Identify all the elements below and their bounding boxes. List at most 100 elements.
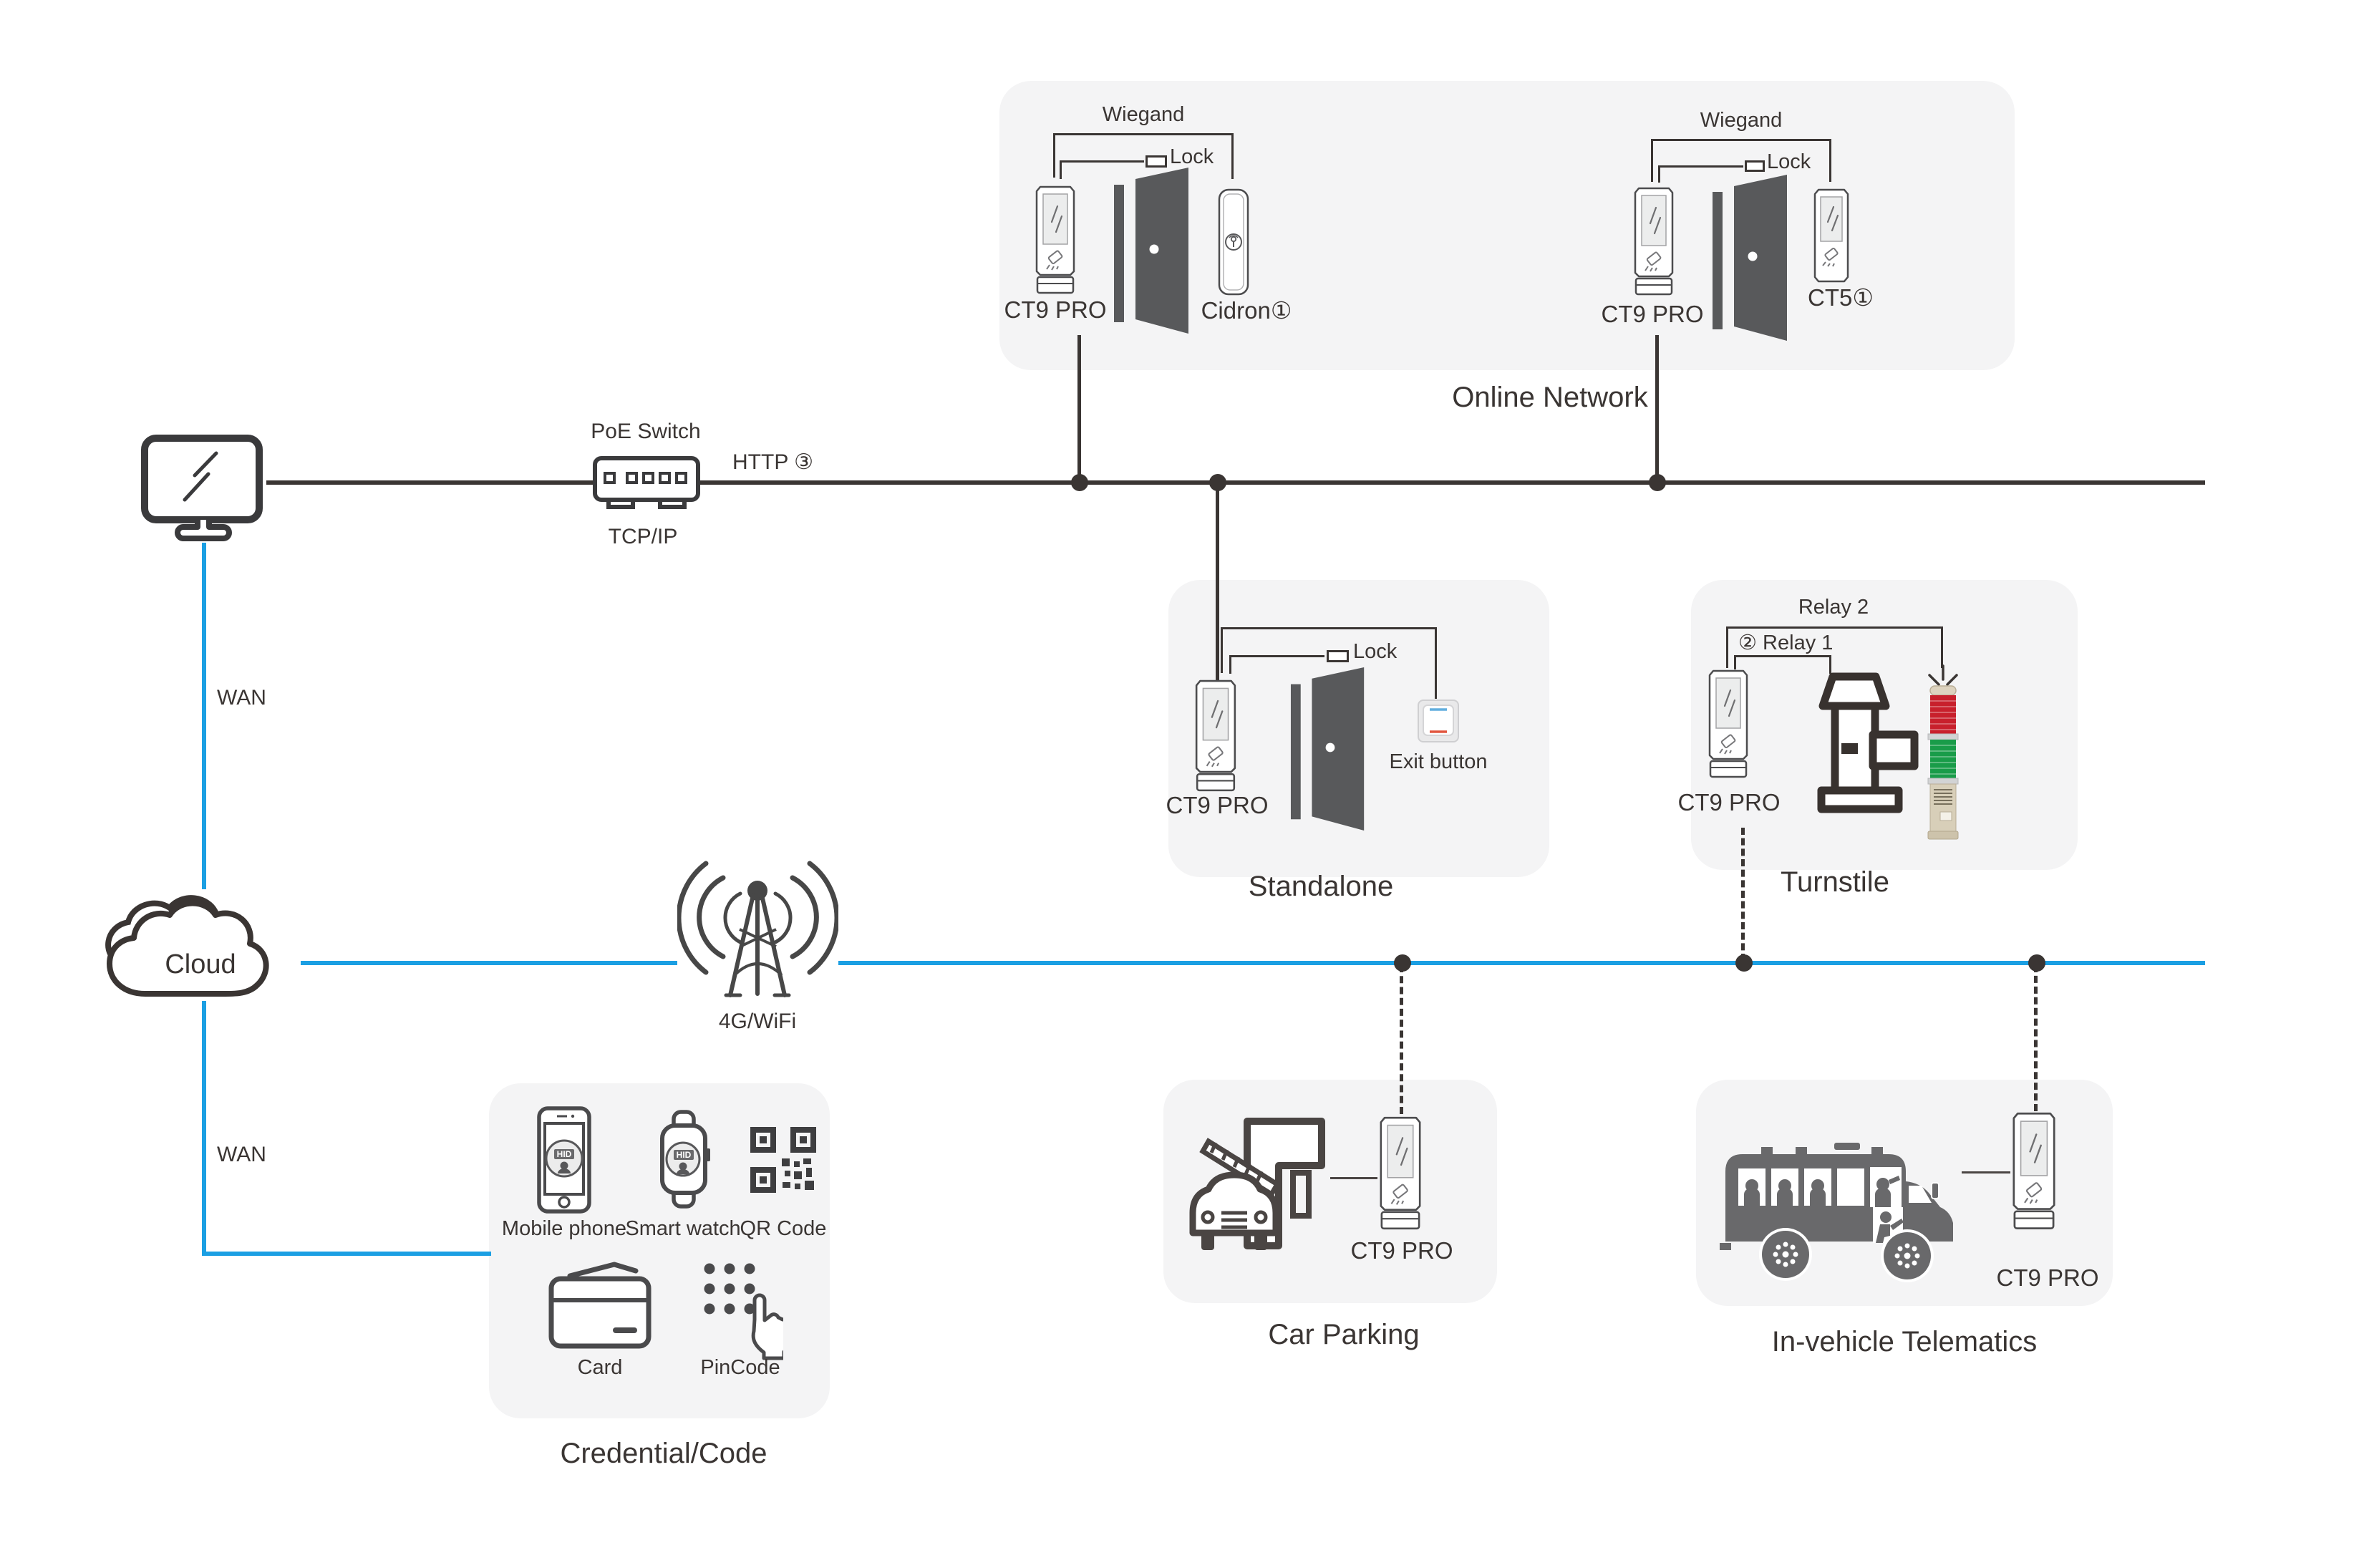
lock-wire [1060,160,1062,179]
reader-label: CT9 PRO [1166,792,1269,818]
exit-button-icon [1417,699,1460,745]
wiegand-bracket [1829,139,1831,182]
relay1-wire [1734,655,1831,657]
wiegand-bracket [1231,133,1234,179]
relay2-wire [1941,626,1943,668]
tcp-ip-label: TCP/IP [608,525,678,548]
credential-item-label: Smart watch [625,1217,741,1240]
credential-item-label: Mobile phone [501,1217,627,1240]
cloud-bus-line [301,961,2205,965]
exit-wire [1221,627,1223,673]
wiegand-label: Wiegand [1102,103,1185,126]
lock-label: Lock [1353,640,1398,663]
relay1-label: ② Relay 1 [1738,631,1834,654]
ct9-reader-icon [1377,1115,1423,1231]
junction-dot [1209,474,1226,491]
reader-label: CT9 PRO [1350,1237,1453,1264]
credential-item-label: Card [577,1356,623,1379]
turnstile-caption: Turnstile [1781,866,1889,898]
in-vehicle-caption: In-vehicle Telematics [1771,1326,2038,1358]
turnstile-icon [1801,672,1919,818]
junction-dot [2028,954,2045,972]
drop-online-door1 [1077,335,1081,483]
dash-in-vehicle [2034,965,2038,1111]
junction-dot [1394,954,1411,972]
online-network-caption: Online Network [1452,382,1648,413]
car-parking-caption: Car Parking [1268,1319,1420,1350]
relay2-wire [1726,626,1728,668]
antenna-icon [677,852,838,1010]
companion-label: Cidron① [1201,297,1292,324]
wan-link-bottom-v [202,1001,206,1254]
dash-turnstile [1741,828,1745,961]
dash-car-parking [1400,965,1403,1114]
door-icon [1114,168,1194,334]
ct9-reader-icon [1632,186,1675,297]
wiegand-label: Wiegand [1700,109,1783,132]
hid-badge: HID [556,1149,572,1159]
relay2-wire [1726,626,1943,629]
wan-label-bottom: WAN [217,1143,266,1166]
wireless-label: 4G/WiFi [718,1010,797,1033]
lock-icon [1745,160,1765,172]
pincode-icon [699,1260,783,1362]
credential-item-label: PinCode [700,1356,780,1379]
relay1-wire [1829,655,1831,674]
cloud-label: Cloud [165,949,236,979]
bus-icon [1720,1117,1960,1289]
wiegand-bracket [1651,139,1653,182]
monitor-icon [140,434,269,543]
wiegand-bracket [1651,139,1831,141]
hid-badge: HID [676,1150,692,1160]
barrier-gate-icon [1184,1113,1338,1259]
lock-icon [1327,650,1349,662]
wiegand-bracket [1053,133,1055,178]
http-label: HTTP ③ [732,450,814,474]
ct9-reader-icon [2010,1111,2058,1231]
reader-wire [1962,1171,2010,1173]
lock-wire [1229,655,1324,657]
junction-dot [1735,954,1753,972]
ct5-reader-icon [1813,188,1850,284]
door-icon [1289,667,1371,831]
junction-dot [1649,474,1666,491]
tower-light-icon [1920,663,1966,843]
companion-label: CT5① [1808,284,1874,311]
relay1-wire [1734,655,1736,669]
wiegand-bracket [1053,133,1234,135]
mobile-phone-icon [536,1105,593,1214]
exit-button-label: Exit button [1389,750,1488,773]
exit-wire [1435,627,1437,699]
lock-icon [1145,155,1167,168]
cloud-icon [95,886,306,1005]
credential-item-label: QR Code [740,1217,827,1240]
reader-label: CT9 PRO [1677,789,1781,816]
standalone-caption: Standalone [1248,871,1394,902]
reader-label: CT9 PRO [1996,1264,2099,1291]
tcp-bus-line [266,480,2205,485]
lock-label: Lock [1767,150,1811,173]
door-icon [1713,175,1793,341]
exit-wire [1221,627,1437,629]
ct9-reader-icon [1034,185,1077,296]
lock-wire [1060,160,1144,163]
relay2-label: Relay 2 [1798,596,1869,619]
reader-label: CT9 PRO [1004,296,1107,323]
qr-code-icon [750,1127,816,1193]
wan-link-top [202,543,206,889]
wan-label-top: WAN [217,686,266,710]
lock-label: Lock [1170,145,1214,168]
credential-caption: Credential/Code [560,1438,767,1469]
ct9-reader-icon [1707,669,1750,780]
cidron-reader-icon [1217,188,1250,296]
lock-wire [1658,165,1660,183]
poe-switch-label: PoE Switch [591,420,701,443]
card-icon [546,1259,654,1353]
reader-wire [1330,1177,1377,1179]
poe-switch-icon [593,453,700,516]
wan-link-bottom-h [202,1252,491,1256]
reader-label: CT9 PRO [1601,301,1704,327]
drop-online-door2 [1655,335,1659,483]
drop-standalone [1216,483,1219,682]
